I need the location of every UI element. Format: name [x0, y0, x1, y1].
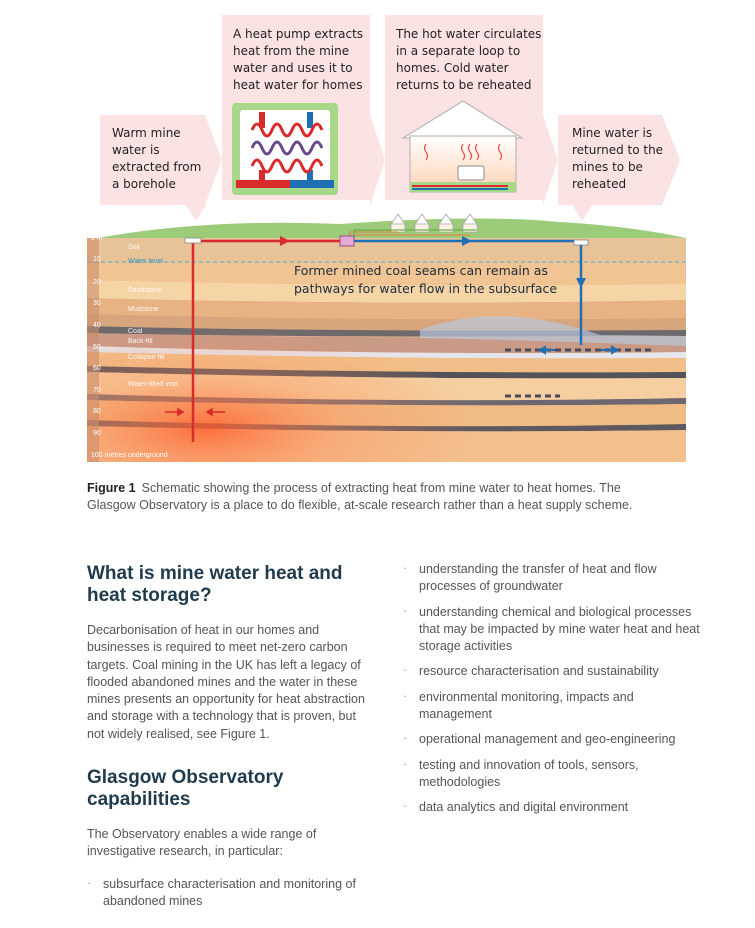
- layer-label: Water level: [128, 258, 163, 265]
- callout-heat-pump-line1: A heat pump extracts: [233, 27, 363, 41]
- list-item: environmental monitoring, impacts and ma…: [403, 688, 703, 724]
- callout-extract-line2: water is: [112, 143, 160, 157]
- depth-label: 20: [93, 279, 101, 286]
- callout-heat-pump-line2: heat from the mine: [233, 44, 349, 58]
- layer-labels: Soil Water level Sandstone Mudstone Coal…: [128, 244, 178, 388]
- depth-label: 70: [93, 387, 101, 394]
- depth-label: 80: [93, 408, 101, 415]
- flow-arrow: [462, 236, 472, 246]
- depth-scale: 0 m 10 20 30 40 50 60 70 80 90 100 metre…: [91, 235, 168, 459]
- layer-label: Mudstone: [128, 306, 159, 313]
- cross-section: [87, 238, 686, 462]
- depth-label: 50: [93, 344, 101, 351]
- depth-label: 30: [93, 300, 101, 307]
- house-icon: [400, 100, 525, 193]
- flow-arrow: [576, 278, 586, 288]
- seam-note-line2: pathways for water flow in the subsurfac…: [294, 281, 557, 296]
- section-intro-capabilities: The Observatory enables a wide range of …: [87, 827, 317, 859]
- callout-return-line1: Mine water is: [572, 126, 652, 140]
- callout-homes-line4: returns to be reheated: [396, 78, 532, 92]
- depth-label: 100 metres underground: [91, 452, 168, 459]
- list-item: resource characterisation and sustainabi…: [403, 662, 703, 680]
- layer-label: Back-fill: [128, 338, 153, 345]
- callout-homes-line2: in a separate loop to: [396, 44, 520, 58]
- callout-heat-pump-line3: water and uses it to: [233, 61, 353, 75]
- figure-caption-text: Schematic showing the process of extract…: [87, 481, 633, 512]
- section-heading-capabilities: Glasgow Observatory capabilities: [87, 767, 284, 810]
- callout-extract-line3: extracted from: [112, 160, 201, 174]
- layer-label: Coal: [128, 328, 143, 335]
- callout-return-line2: returned to the: [572, 143, 663, 157]
- seam-note-line1: Former mined coal seams can remain as: [294, 263, 548, 278]
- houses-icon: [339, 213, 479, 247]
- depth-label: 0 m: [91, 235, 103, 242]
- flow-pipes: [165, 236, 619, 442]
- list-item: understanding the transfer of heat and f…: [403, 560, 703, 596]
- callout-heat-pump-line4: heat water for homes: [233, 78, 362, 92]
- capabilities-list-right: understanding the transfer of heat and f…: [403, 560, 703, 817]
- list-item: operational management and geo-engineeri…: [403, 730, 703, 748]
- callout-return: Mine water is returned to the mines to b…: [558, 115, 680, 221]
- list-item: testing and innovation of tools, sensors…: [403, 756, 703, 792]
- list-item: understanding chemical and biological pr…: [403, 603, 703, 656]
- depth-scale-bar: [87, 238, 99, 462]
- capabilities-list-left: subsurface characterisation and monitori…: [87, 875, 372, 911]
- callout-homes: The hot water circulates in a separate l…: [385, 15, 558, 205]
- callout-return-line3: mines to be: [572, 160, 643, 174]
- list-item: data analytics and digital environment: [403, 798, 703, 816]
- section-body-mine-water: Decarbonisation of heat in our homes and…: [87, 623, 365, 741]
- depth-label: 60: [93, 365, 101, 372]
- mine-water-schematic: Warm mine water is extracted from a bore…: [87, 15, 686, 462]
- flow-arrow: [280, 236, 290, 246]
- callout-homes-line3: homes. Cold water: [396, 61, 509, 75]
- callout-extract-line4: a borehole: [112, 177, 176, 191]
- layer-label: Sandstone: [128, 287, 162, 294]
- depth-label: 90: [93, 430, 101, 437]
- radiator-icon: [457, 165, 485, 181]
- section-heading-mine-water: What is mine water heat and heat storage…: [87, 563, 343, 606]
- layer-label: Collapse-fill: [128, 354, 165, 361]
- layer-label: Soil: [128, 244, 140, 251]
- callout-extract: Warm mine water is extracted from a bore…: [100, 115, 222, 221]
- callout-return-line4: reheated: [572, 177, 626, 191]
- layer-label: Water-filled void: [128, 381, 178, 388]
- depth-label: 10: [93, 256, 101, 263]
- callout-heat-pump: A heat pump extracts heat from the mine …: [222, 15, 385, 205]
- callout-homes-line1: The hot water circulates: [395, 27, 541, 41]
- list-item: subsurface characterisation and monitori…: [87, 875, 372, 911]
- heat-pump-icon: [232, 103, 338, 195]
- callout-extract-line1: Warm mine: [112, 126, 181, 140]
- figure-label: Figure 1: [87, 481, 136, 495]
- depth-label: 40: [93, 322, 101, 329]
